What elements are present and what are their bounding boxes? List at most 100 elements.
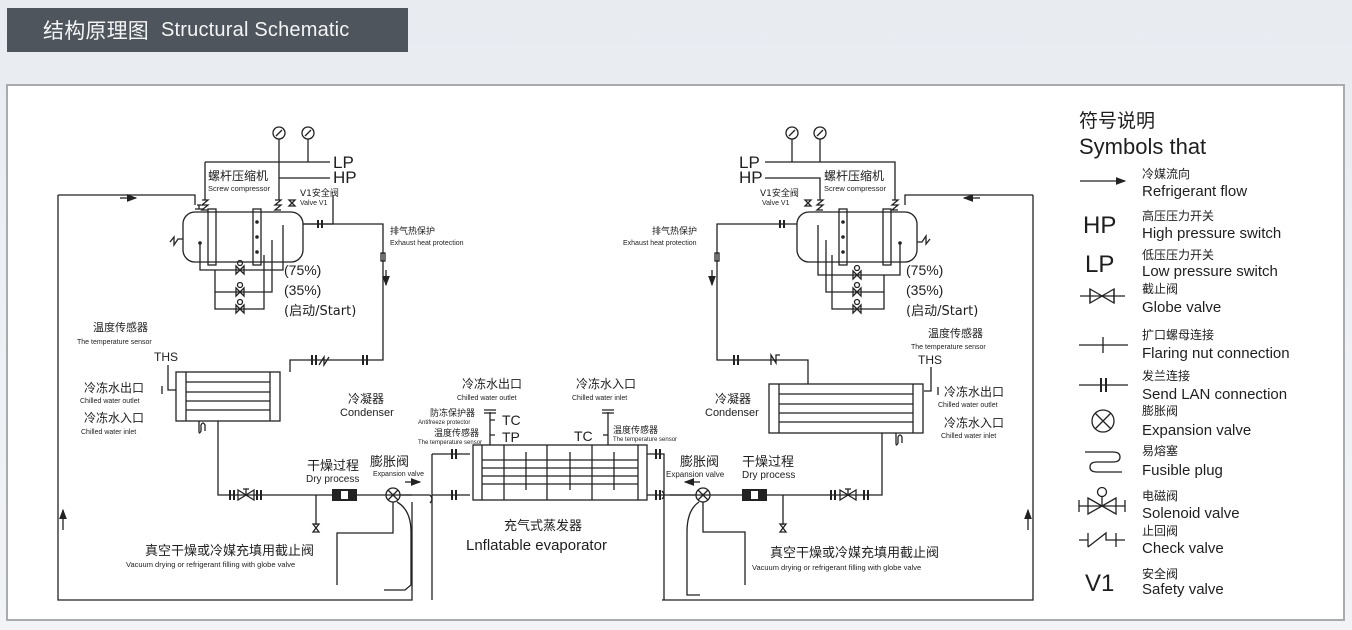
antifreeze-label-en: Antifreeze protector	[418, 420, 470, 426]
lp-symbol: LP	[1085, 251, 1114, 278]
page-title: 结构原理图 Structural Schematic	[7, 8, 408, 52]
expansion-label-left-cn: 膨胀阀	[370, 455, 409, 470]
pressure-gauge-icon	[785, 126, 799, 162]
svg-text:高压压力开关: 高压压力开关	[1142, 208, 1214, 223]
right-compressor	[796, 211, 918, 263]
water-inlet-label-right-en: Chilled water inlet	[941, 433, 996, 440]
evap-water-outlet-en: Chilled water outlet	[457, 395, 517, 402]
vacuum-label-left-en: Vacuum drying or refrigerant filling wit…	[126, 560, 295, 569]
globe-valve-icon	[778, 523, 788, 533]
svg-text:Refrigerant flow: Refrigerant flow	[1142, 183, 1247, 200]
evap-water-outlet-cn: 冷冻水出口	[462, 376, 522, 391]
svg-text:止回阀: 止回阀	[1142, 524, 1178, 538]
solenoid-valve-icon	[235, 259, 245, 276]
condenser-label-right-en: Condenser	[705, 407, 759, 419]
left-return-pipe	[57, 195, 413, 601]
evap-water-inlet-en: Chilled water inlet	[572, 395, 627, 402]
fusible-plug-icon	[198, 421, 206, 434]
svg-text:Flaring nut connection: Flaring nut connection	[1142, 345, 1290, 362]
temp-sensor-label-right-en: The temperature sensor	[911, 344, 986, 351]
antifreeze-label-cn: 防冻保护器	[430, 407, 475, 419]
condenser-label-right-cn: 冷凝器	[715, 391, 751, 406]
schematic-frame	[6, 84, 1345, 621]
fusible-plug-icon	[169, 235, 183, 248]
compressor-label-en: Screw compressor	[208, 184, 271, 193]
check-valve-icon	[200, 199, 210, 211]
svg-text:冷媒流向: 冷媒流向	[1142, 166, 1190, 181]
temp-sensor-label-cn: 温度传感器	[93, 320, 148, 334]
vacuum-label-left-cn: 真空干燥或冷媒充填用截止阀	[145, 543, 314, 559]
globe-valve-icon	[237, 488, 255, 502]
expansion-label-left-en: Expansion valve	[373, 471, 424, 478]
svg-text:Expansion valve: Expansion valve	[1142, 422, 1251, 439]
expansion-label-right-en: Expansion valve	[666, 470, 725, 479]
svg-text:低压压力开关: 低压压力开关	[1142, 248, 1214, 262]
pressure-gauge-icon	[272, 126, 286, 162]
fusible-plug-icon	[895, 433, 903, 446]
compressor-label-cn: 螺杆压缩机	[208, 168, 268, 183]
title-en: Structural Schematic	[161, 18, 350, 41]
evaporator-body	[472, 444, 648, 501]
v1-symbol: V1	[1085, 570, 1114, 597]
legend-item-flange: 发兰连接 Send LAN connection	[1079, 368, 1287, 403]
svg-text:High pressure switch: High pressure switch	[1142, 225, 1281, 242]
tp-label: TP	[502, 429, 520, 445]
right-return-pipe	[662, 195, 1034, 601]
water-outlet-label-right-en: Chilled water outlet	[938, 402, 998, 409]
legend-item-safety-valve: V1 安全阀 Safety valve	[1085, 566, 1224, 598]
safety-valve-label-cn: V1安全阀	[300, 187, 339, 199]
vacuum-label-right-cn: 真空干燥或冷媒充填用截止阀	[770, 545, 939, 561]
hp-label-right: HP	[739, 168, 763, 187]
solenoid-valve-icon	[852, 281, 862, 298]
exhaust-label-cn: 排气热保护	[390, 225, 435, 237]
dry-label-en: Dry process	[306, 474, 359, 485]
legend-item-solenoid-valve: 电磁阀 Solenoid valve	[1078, 486, 1240, 522]
safety-valve-label-right-en: Valve V1	[762, 200, 790, 207]
dry-label-right-cn: 干燥过程	[742, 455, 794, 470]
dry-label-cn: 干燥过程	[307, 459, 359, 474]
solenoid-valve-icon	[235, 298, 245, 315]
svg-text:易熔塞: 易熔塞	[1142, 443, 1178, 458]
ths-label-right: THS	[918, 353, 942, 367]
vacuum-label-right-en: Vacuum drying or refrigerant filling wit…	[752, 563, 921, 572]
exhaust-label-right-cn: 排气热保护	[652, 225, 697, 237]
flaring-nut-icon	[1079, 337, 1128, 353]
solenoid-valve-icon	[1078, 486, 1126, 516]
check-valve-icon	[273, 199, 283, 211]
legend-item-flaring-nut: 扩口螺母连接 Flaring nut connection	[1079, 327, 1290, 362]
load-start-label-right: (启动/Start)	[906, 304, 978, 319]
legend-item-high-pressure: HP 高压压力开关 High pressure switch	[1083, 208, 1281, 242]
safety-valve-icon	[803, 199, 813, 207]
title-cn: 结构原理图	[43, 19, 149, 43]
safety-valve-label-right-cn: V1安全阀	[760, 187, 799, 199]
temp-sensor-label-right-cn: 温度传感器	[928, 326, 983, 340]
temp-sensor-label-en: The temperature sensor	[77, 339, 152, 346]
load-35-label: (35%)	[284, 282, 321, 298]
svg-text:截止阀: 截止阀	[1142, 282, 1178, 296]
svg-text:发兰连接: 发兰连接	[1142, 368, 1190, 383]
svg-text:Fusible plug: Fusible plug	[1142, 462, 1223, 479]
fusible-plug-icon	[917, 233, 931, 246]
globe-valve-icon	[311, 523, 321, 533]
solenoid-valve-icon	[852, 298, 862, 315]
check-valve-icon	[770, 352, 780, 366]
legend-item-globe-valve: 截止阀 Globe valve	[1080, 282, 1221, 316]
check-valve-icon	[890, 199, 900, 211]
evap-temp-sensor-en: The temperature sensor	[418, 440, 482, 446]
exhaust-label-en: Exhaust heat protection	[390, 240, 464, 247]
check-valve-icon	[815, 199, 825, 211]
solenoid-valve-icon	[852, 264, 862, 281]
water-inlet-label-en: Chilled water inlet	[81, 429, 136, 436]
globe-valve-icon	[1080, 287, 1125, 305]
evap-temp-sensor-cn: 温度传感器	[434, 427, 479, 439]
left-compressor	[182, 211, 304, 263]
check-valve-icon	[1079, 531, 1125, 548]
legend-item-fusible-plug: 易熔塞 Fusible plug	[1085, 443, 1223, 479]
lp-label-right: LP	[739, 153, 760, 172]
condenser-label-en: Condenser	[340, 407, 394, 419]
left-unit: LP HP 螺杆压缩机 Screw compressor V1安全阀 Valve…	[57, 126, 470, 601]
load-75-label: (75%)	[284, 262, 321, 278]
legend-item-low-pressure: LP 低压压力开关 Low pressure switch	[1085, 248, 1278, 280]
svg-text:Safety valve: Safety valve	[1142, 581, 1224, 598]
